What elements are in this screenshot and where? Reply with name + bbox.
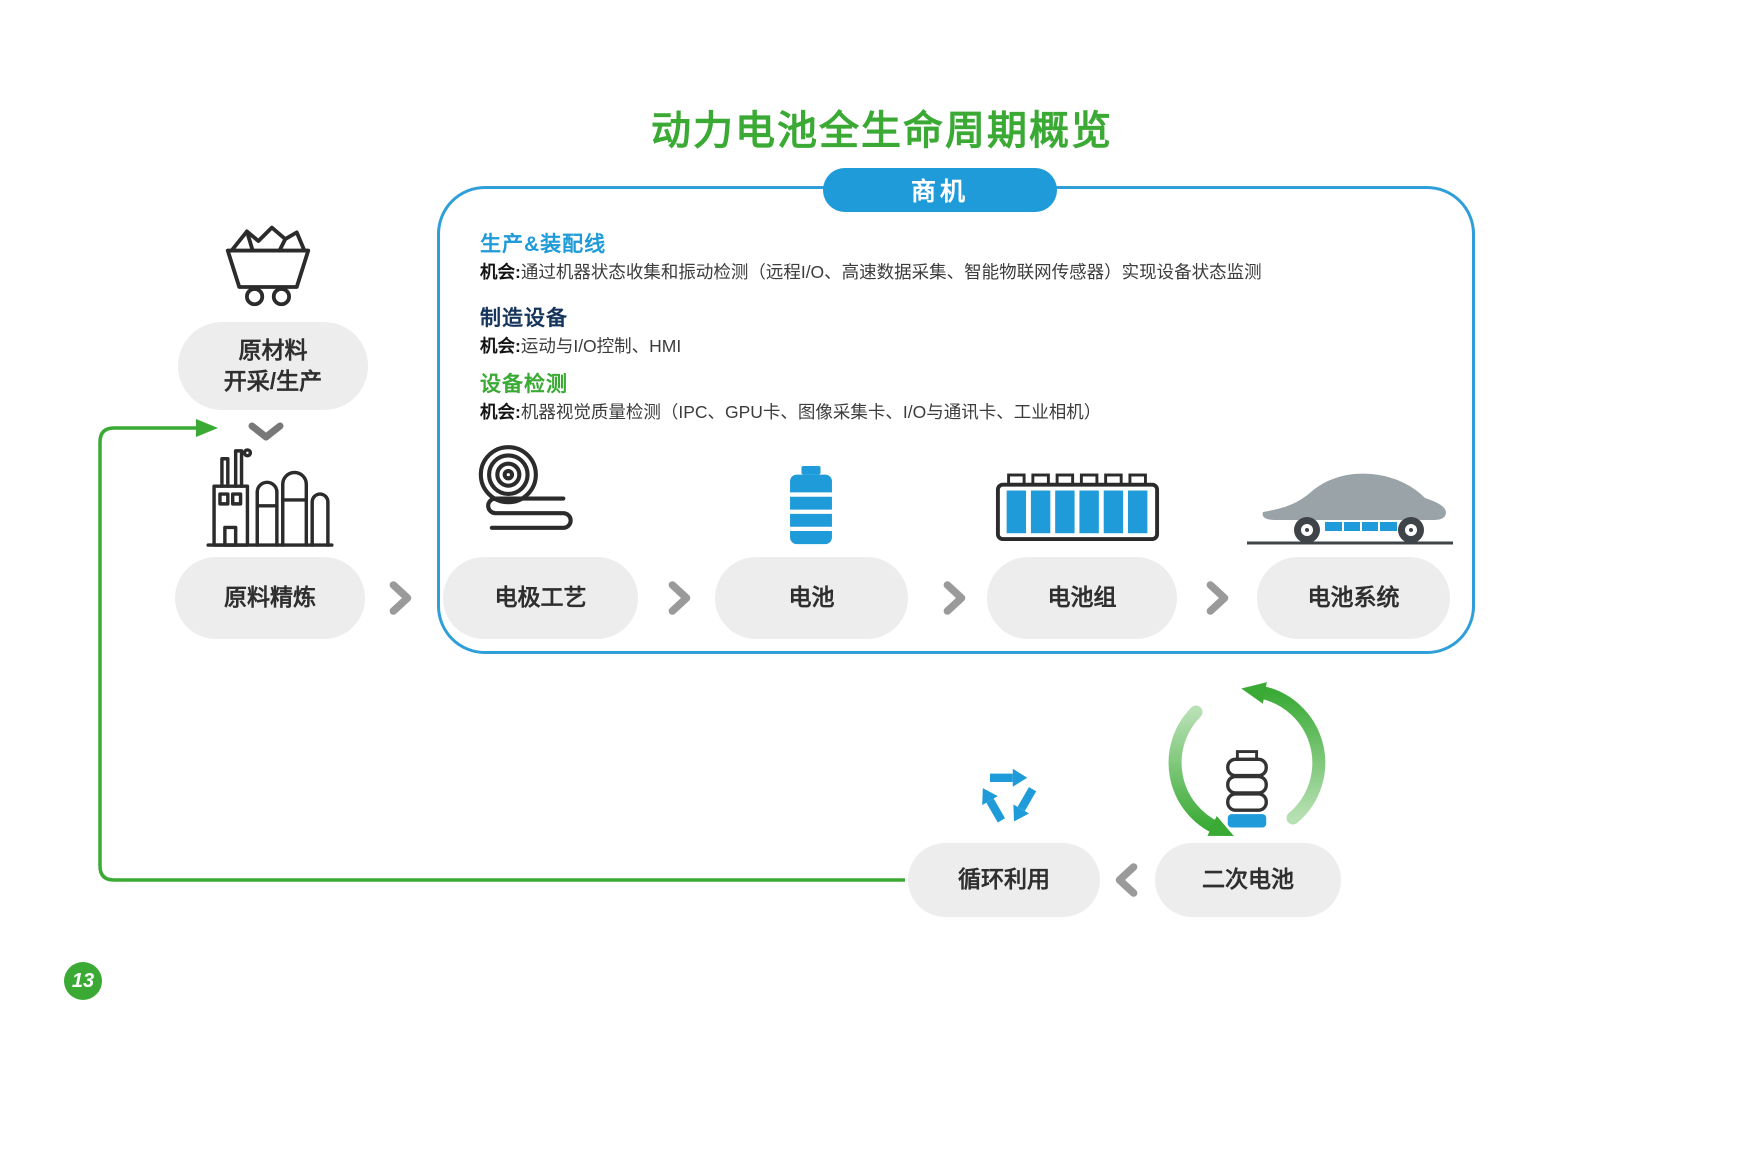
stage-label: 电池系统 (1307, 584, 1400, 611)
page-number-badge: 13 (64, 962, 102, 1000)
stage-label-line2: 开采/生产 (223, 368, 323, 394)
stage-label: 二次电池 (1202, 866, 1294, 893)
section-heading-production-line: 生产&装配线 (480, 233, 607, 256)
stage-label: 原料精炼 (224, 584, 316, 611)
stage-pill-electrode: 电极工艺 (443, 557, 638, 639)
stage-label: 电池组 (1047, 584, 1117, 611)
back-chevron-icon (1113, 862, 1139, 898)
electrode-coil-icon (468, 440, 578, 546)
section-desc-equipment-inspection: 机会:机器视觉质量检测（IPC、GPU卡、图像采集卡、I/O与通讯卡、工业相机） (480, 399, 1420, 424)
refinery-icon (205, 445, 335, 549)
flow-chevron-icon (942, 580, 968, 616)
stage-pill-pack: 电池组 (987, 557, 1177, 639)
stage-label: 电极工艺 (494, 584, 587, 611)
stage-label-line1: 原材料 (238, 336, 308, 363)
ev-car-icon (1245, 450, 1455, 550)
flow-chevron-icon (1205, 580, 1231, 616)
flow-chevron-icon (667, 580, 693, 616)
page-title: 动力电池全生命周期概览 (651, 109, 1113, 153)
battery-icon (785, 466, 837, 546)
stage-pill-secondary: 二次电池 (1155, 843, 1341, 917)
opportunity-prefix: 机会: (480, 262, 521, 282)
stage-pill-refining: 原料精炼 (175, 557, 365, 639)
secondary-battery-icon (1222, 750, 1272, 832)
mine-cart-icon (218, 218, 318, 310)
opportunity-text: 通过机器状态收集和振动检测（远程I/O、高速数据采集、智能物联网传感器）实现设备… (520, 262, 1262, 282)
stage-label: 循环利用 (958, 866, 1050, 893)
stage-pill-raw-material: 原材料 开采/生产 (178, 322, 368, 410)
section-heading-manufacturing-equipment: 制造设备 (480, 307, 568, 330)
section-desc-production-line: 机会:通过机器状态收集和振动检测（远程I/O、高速数据采集、智能物联网传感器）实… (480, 259, 1420, 284)
stage-pill-cell: 电池 (715, 557, 908, 639)
section-desc-manufacturing-equipment: 机会:运动与I/O控制、HMI (480, 333, 1420, 358)
section-heading-equipment-inspection: 设备检测 (480, 373, 568, 396)
down-chevron-icon (248, 422, 284, 442)
stage-pill-system: 电池系统 (1257, 557, 1450, 639)
opportunity-text: 机器视觉质量检测（IPC、GPU卡、图像采集卡、I/O与通讯卡、工业相机） (520, 402, 1102, 422)
opportunity-text: 运动与I/O控制、HMI (520, 336, 682, 356)
flow-chevron-icon (388, 580, 414, 616)
opportunity-prefix: 机会: (480, 402, 521, 422)
battery-pack-icon (995, 473, 1160, 543)
cycle-arrows-icon (1152, 668, 1342, 858)
opportunity-prefix: 机会: (480, 336, 521, 356)
recycle-icon (972, 758, 1044, 830)
opportunity-badge: 商机 (823, 168, 1057, 212)
stage-label: 电池 (788, 584, 835, 611)
stage-pill-reuse: 循环利用 (908, 843, 1100, 917)
